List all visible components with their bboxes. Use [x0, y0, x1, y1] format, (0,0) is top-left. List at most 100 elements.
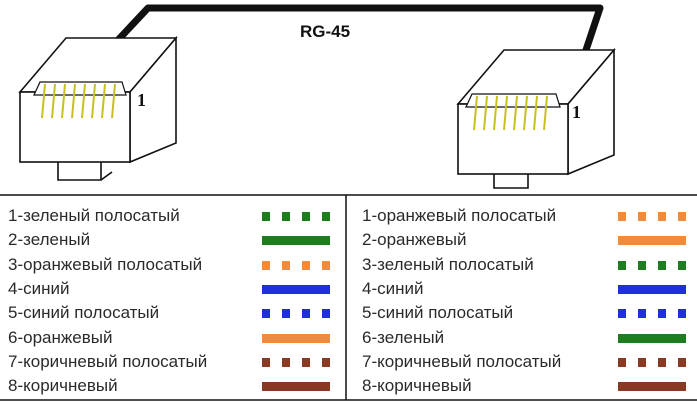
stripe-dot	[302, 309, 310, 319]
stripe-dot	[302, 260, 310, 270]
wire-row: 1-оранжевый полосатый	[0, 204, 697, 228]
stripe-dot	[658, 260, 666, 270]
left-pin-one-label: 1	[137, 90, 146, 110]
cable-title: RG-45	[300, 22, 350, 41]
stripe-dot	[302, 357, 310, 367]
pin-contact	[81, 83, 86, 119]
stripe-dot	[658, 309, 666, 319]
stripe-dot	[618, 357, 626, 367]
stripe-dot	[678, 357, 686, 367]
stripe-dot	[322, 309, 330, 319]
wire-label: 8-коричневый	[362, 376, 472, 396]
wire-row: 7-коричневый полосатый	[0, 350, 697, 374]
wire-label: 5-синий полосатый	[362, 303, 514, 323]
stripe-dot	[262, 357, 270, 367]
wire-label: 6-зеленый	[362, 327, 445, 347]
pin-contact	[473, 95, 478, 131]
stripe-dot	[322, 357, 330, 367]
wire-row: 5-синий полосатый	[0, 301, 697, 325]
stripe-dot	[638, 309, 646, 319]
wire-label: 3-зеленый полосатый	[362, 254, 534, 274]
stripe-dot	[638, 260, 646, 270]
wire-row: 5-синий полосатый	[0, 301, 697, 325]
stripe-dot	[302, 212, 310, 221]
wire-label: 4-синий	[362, 278, 424, 298]
wire-label: 7-коричневый полосатый	[8, 351, 208, 371]
stripe-dot	[322, 212, 330, 221]
stripe-dot	[262, 309, 270, 319]
solid-wire-swatch	[262, 382, 330, 392]
stripe-dot	[658, 212, 666, 221]
stripe-dot	[282, 309, 290, 319]
wire-label: 5-синий полосатый	[8, 303, 160, 323]
solid-wire-swatch	[262, 236, 330, 246]
stripe-dot	[638, 357, 646, 367]
wire-label: 2-зеленый	[8, 230, 91, 250]
solid-wire-swatch	[618, 236, 686, 246]
wire-row: 6-зеленый	[0, 326, 697, 350]
pin-contact	[523, 95, 528, 131]
wire-label: 2-оранжевый	[362, 230, 467, 250]
stripe-dot	[658, 357, 666, 367]
stripe-dot	[678, 260, 686, 270]
wire-row: 3-оранжевый полосатый	[0, 253, 697, 277]
pin-contact	[91, 83, 96, 119]
pin-contact	[543, 95, 548, 131]
pin-contact	[61, 83, 66, 119]
right-pin-one-label: 1	[572, 102, 581, 122]
striped-wire-swatch	[262, 309, 330, 319]
striped-wire-swatch	[618, 357, 686, 367]
wire-row: 4-синий	[0, 277, 697, 301]
wire-row: 3-зеленый полосатый	[0, 253, 697, 277]
wire-label: 3-оранжевый полосатый	[8, 254, 203, 274]
pin-contact	[101, 83, 106, 119]
wire-label: 7-коричневый полосатый	[362, 351, 562, 371]
stripe-dot	[282, 357, 290, 367]
pin-contact	[71, 83, 76, 119]
pin-contact	[483, 95, 488, 131]
stripe-dot	[618, 260, 626, 270]
striped-wire-swatch	[262, 212, 330, 221]
wire-label: 1-оранжевый полосатый	[362, 206, 557, 225]
pin-contact	[51, 83, 56, 119]
solid-wire-swatch	[262, 284, 330, 294]
stripe-dot	[262, 260, 270, 270]
stripe-dot	[322, 260, 330, 270]
wire-row: 8-коричневый	[0, 374, 697, 398]
striped-wire-swatch	[618, 260, 686, 270]
solid-wire-swatch	[618, 382, 686, 392]
striped-wire-swatch	[618, 309, 686, 319]
striped-wire-swatch	[262, 260, 330, 270]
pin-contact	[513, 95, 518, 131]
left-pin-contacts	[41, 83, 116, 119]
striped-wire-swatch	[618, 212, 686, 221]
wire-label: 1-зеленый полосатый	[8, 206, 180, 225]
right-pin-contacts	[473, 95, 548, 131]
wire-label: 4-синий	[8, 278, 70, 298]
pin-contact	[503, 95, 508, 131]
stripe-dot	[638, 212, 646, 221]
pin-contact	[41, 83, 46, 119]
pin-contact	[111, 83, 116, 119]
wire-row: 7-коричневый полосатый	[0, 350, 697, 374]
striped-wire-swatch	[262, 357, 330, 367]
wire-row: 1-зеленый полосатый	[0, 204, 697, 228]
stripe-dot	[282, 260, 290, 270]
pin-contact	[533, 95, 538, 131]
wire-label: 8-коричневый	[8, 376, 118, 396]
right-plug: 1	[456, 47, 616, 189]
cable-line	[115, 4, 604, 64]
stripe-dot	[262, 212, 270, 221]
stripe-dot	[678, 212, 686, 221]
wire-row: 6-оранжевый	[0, 326, 697, 350]
solid-wire-swatch	[618, 284, 686, 294]
wire-row: 4-синий	[0, 277, 697, 301]
solid-wire-swatch	[262, 333, 330, 343]
wire-row: 2-оранжевый	[0, 228, 697, 252]
wire-label: 6-оранжевый	[8, 327, 113, 347]
wire-row: 8-коричневый	[0, 374, 697, 398]
stripe-dot	[678, 309, 686, 319]
stripe-dot	[618, 309, 626, 319]
stripe-dot	[282, 212, 290, 221]
